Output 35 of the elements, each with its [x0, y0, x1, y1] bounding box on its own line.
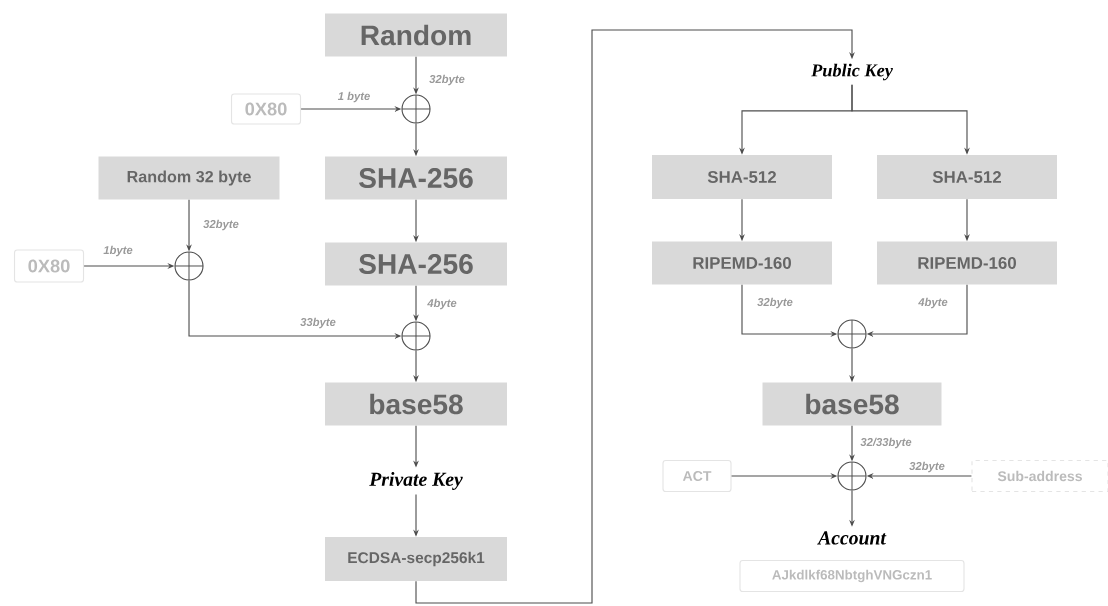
- edge-label: 32byte: [201, 218, 241, 232]
- edge-label: 32byte: [755, 296, 795, 310]
- xor-symbol: [401, 321, 431, 351]
- process-box: SHA-256: [325, 242, 507, 286]
- input-box: AJkdlkf68NbtghVNGczn1: [739, 559, 965, 593]
- edge-label: 32/33byte: [858, 436, 914, 450]
- edge-label: 4byte: [916, 296, 950, 310]
- input-box: Sub-address: [971, 459, 1108, 493]
- process-box: Random: [325, 13, 507, 57]
- edge-label: 1byte: [101, 244, 135, 258]
- process-box: RIPEMD-160: [652, 241, 832, 285]
- input-box: ACT: [662, 459, 732, 493]
- xor-symbol: [401, 94, 431, 124]
- process-box: base58: [325, 382, 507, 426]
- edge-label: 33byte: [298, 316, 338, 330]
- process-box: SHA-256: [325, 156, 507, 200]
- xor-symbol: [837, 319, 867, 349]
- process-box: Random 32 byte: [98, 156, 280, 200]
- key-title: Private Key: [369, 472, 463, 490]
- process-box: base58: [762, 382, 942, 426]
- key-title: Public Key: [811, 63, 893, 81]
- process-box: RIPEMD-160: [877, 241, 1057, 285]
- process-box: SHA-512: [652, 155, 832, 199]
- process-box: SHA-512: [877, 155, 1057, 199]
- key-title: Account: [817, 531, 887, 545]
- edge-label: 4byte: [425, 297, 459, 311]
- edge-label: 32byte: [907, 460, 947, 474]
- edge-label: 1 byte: [336, 90, 372, 104]
- arrow: [415, 29, 855, 604]
- process-box: ECDSA-secp256k1: [325, 537, 507, 581]
- input-box: 0X80: [13, 249, 85, 283]
- xor-symbol: [837, 461, 867, 491]
- xor-symbol: [174, 251, 204, 281]
- edge-label: 32byte: [427, 73, 467, 87]
- input-box: 0X80: [230, 93, 302, 125]
